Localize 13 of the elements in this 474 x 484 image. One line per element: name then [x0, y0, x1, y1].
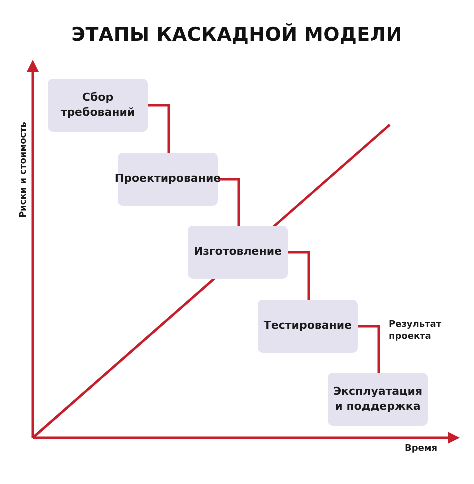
connector-line — [358, 325, 380, 373]
connector-line — [148, 104, 170, 153]
stage-box: Тестирование — [258, 300, 358, 353]
stage-box: Сбор требований — [48, 79, 148, 132]
stage-box: Эксплуатация и поддержка — [328, 373, 428, 426]
result-note: Результат проекта — [389, 320, 443, 344]
stage-box: Изготовление — [188, 226, 288, 279]
connector-line — [288, 251, 310, 300]
connector-line — [218, 178, 240, 226]
title: ЭТАПЫ КАСКАДНОЙ МОДЕЛИ — [72, 24, 402, 46]
stage-box: Проектирование — [118, 153, 218, 206]
axis-label: Риски и стоимость — [19, 122, 29, 218]
axis-label: Время — [405, 444, 438, 456]
